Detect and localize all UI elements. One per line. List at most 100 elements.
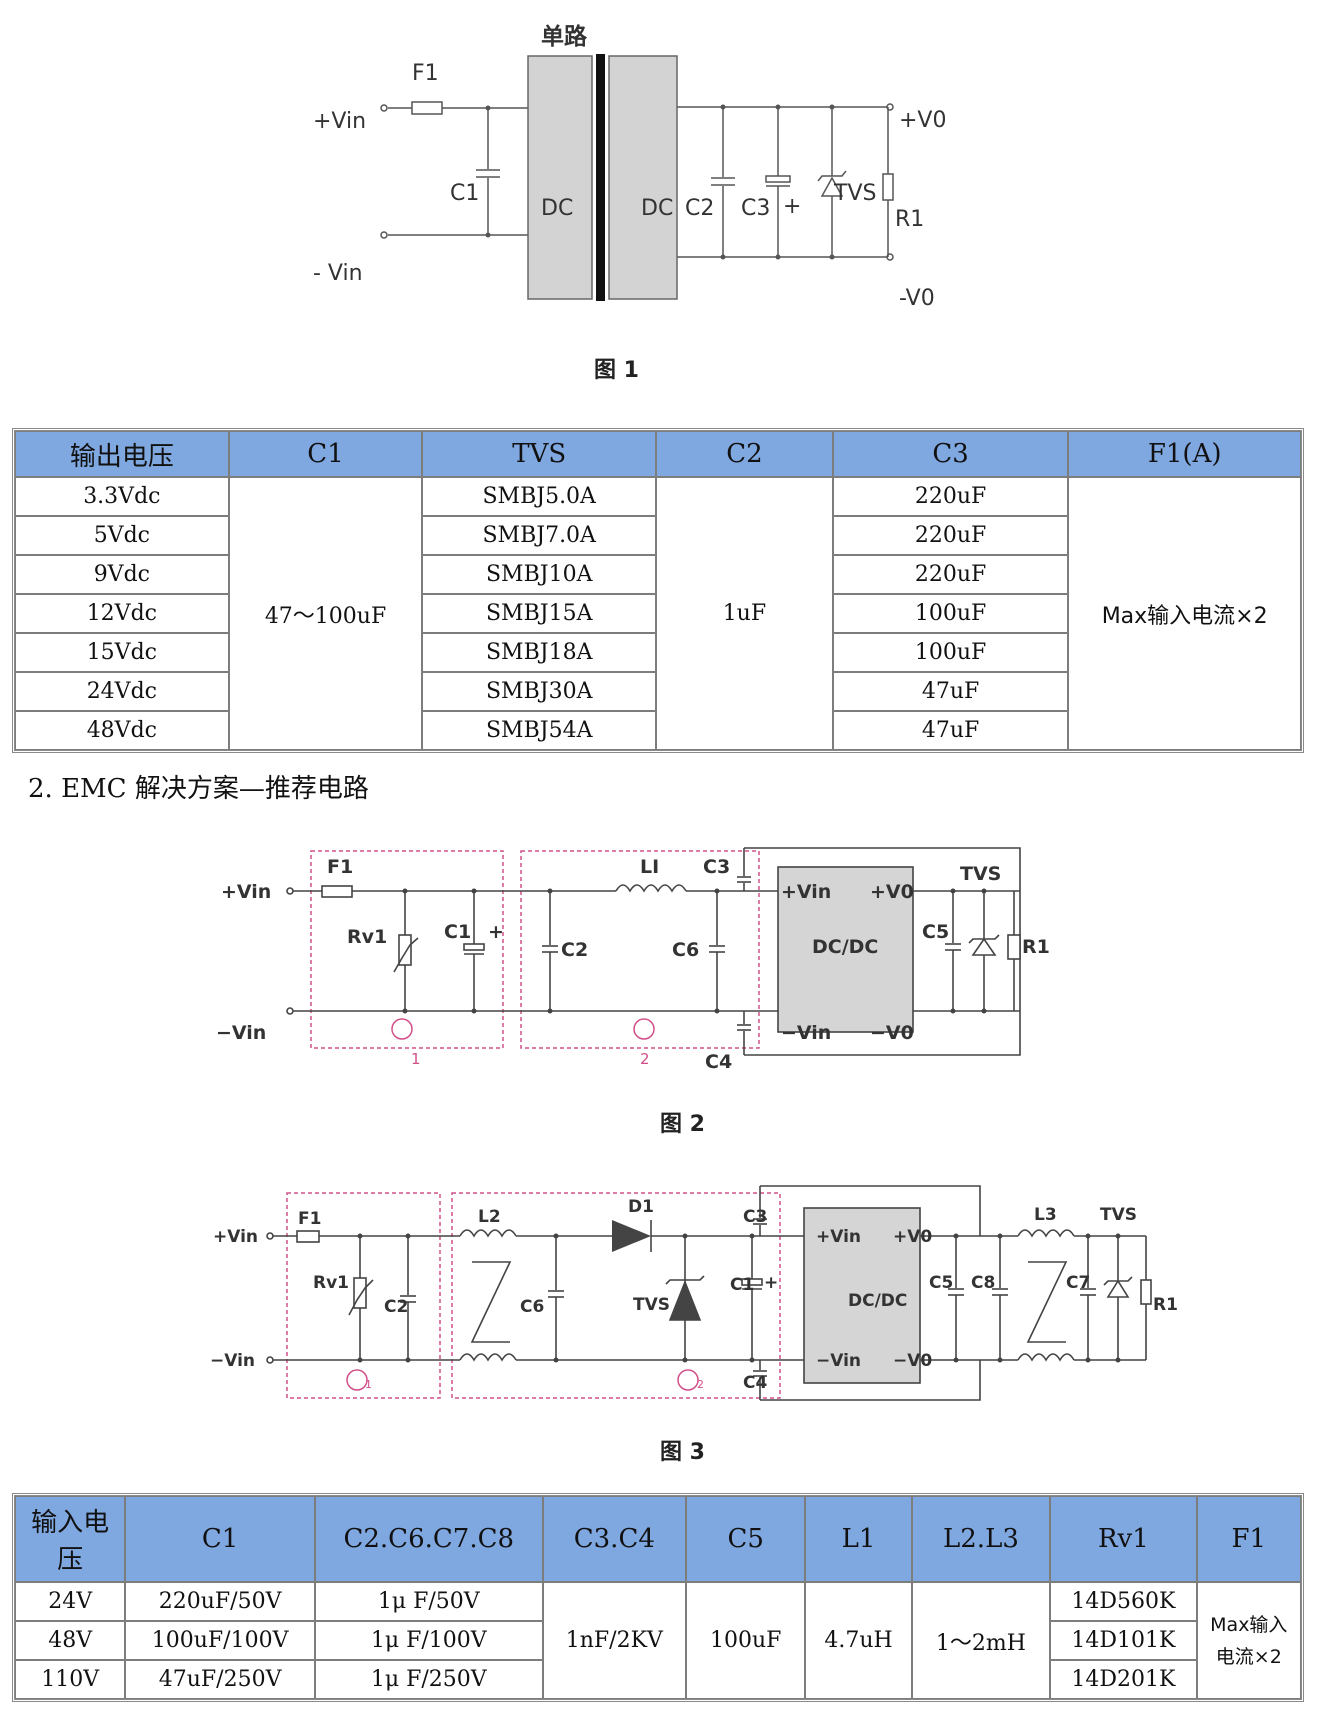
fig3-dc-vin-pos: +Vin (816, 1227, 861, 1247)
cell-voltage: 110V (15, 1660, 126, 1699)
fig2-c3: C3 (703, 856, 730, 878)
header-c3: C3 (832, 431, 1069, 477)
cell-voltage: 3.3Vdc (15, 477, 229, 516)
fig3-c1-plus: + (764, 1273, 778, 1293)
header-l1: L1 (805, 1496, 912, 1582)
header-c2: C2 (656, 431, 833, 477)
cell-voltage: 48Vdc (15, 711, 229, 750)
cell-c2: 1uF (656, 477, 833, 750)
fig3-c5: C5 (929, 1273, 953, 1293)
fig2-dc-vin-pos: +Vin (781, 881, 831, 903)
header-f1: F1(A) (1068, 431, 1301, 477)
fig2-zone1: 1 (411, 1050, 421, 1068)
fig2-c2: C2 (561, 939, 588, 961)
table-row: 12Vdc SMBJ15A 100uF (15, 594, 1301, 633)
cell-c1: 47～100uF (228, 477, 423, 750)
fig3-rv1: Rv1 (313, 1273, 349, 1293)
table-row: 110V 47uF/250V 1μ F/250V 14D201K (15, 1660, 1301, 1699)
cell-c3: 220uF (832, 516, 1069, 555)
fig2-c5: C5 (922, 921, 949, 943)
figure-1-caption: 图 1 (594, 358, 639, 383)
fig3-c7: C7 (1066, 1273, 1090, 1293)
label-f1: F1 (412, 61, 439, 86)
cell-rv1: 14D560K (1050, 1582, 1197, 1621)
fig2-zone2: 2 (640, 1050, 650, 1068)
fig2-l1: LI (640, 856, 659, 878)
fig3-dc-vin-neg: −Vin (816, 1351, 861, 1371)
header-c5: C5 (686, 1496, 806, 1582)
cell-l1: 4.7uH (805, 1582, 912, 1699)
fig3-dc-vo-pos: +V0 (893, 1227, 932, 1247)
header-output-voltage: 输出电压 (15, 431, 229, 477)
cell-voltage: 9Vdc (15, 555, 229, 594)
label-vin-neg: - Vin (313, 261, 363, 286)
cell-tvs: SMBJ18A (422, 633, 657, 672)
label-c2: C2 (685, 196, 714, 221)
label-c1: C1 (450, 181, 479, 206)
cell-c2678: 1μ F/100V (314, 1621, 543, 1660)
label-tvs: TVS (833, 181, 876, 206)
label-vin-pos: +Vin (313, 109, 366, 134)
fig2-c1-plus: + (488, 921, 504, 943)
cell-rv1: 14D101K (1050, 1621, 1197, 1660)
fig2-dc-vo-pos: +V0 (870, 881, 914, 903)
header-input-voltage: 输入电压 (15, 1496, 126, 1582)
fig3-c3: C3 (743, 1207, 767, 1227)
fig2-c6: C6 (672, 939, 699, 961)
table-row: 3.3Vdc 47～100uF SMBJ5.0A 1uF 220uF Max输入… (15, 477, 1301, 750)
figure-3-circuit: +Vin −Vin F1 Rv1 C2 L2 C6 D1 TVS C3 C1 +… (210, 1185, 1178, 1401)
fig3-vin-neg: −Vin (210, 1351, 255, 1371)
table-row: 24V 220uF/50V 1μ F/50V 1nF/2KV 100uF 4.7… (15, 1582, 1301, 1699)
header-c1: C1 (125, 1496, 315, 1582)
fig2-tvs: TVS (960, 863, 1001, 885)
label-vo-neg: -V0 (899, 286, 935, 311)
figure-2-caption: 图 2 (660, 1112, 705, 1137)
cell-c2678: 1μ F/250V (314, 1660, 543, 1699)
fig3-zone1: 1 (365, 1378, 372, 1391)
cell-tvs: SMBJ7.0A (422, 516, 657, 555)
cell-l23: 1～2mH (911, 1582, 1051, 1699)
cell-f1: Max输入电流×2 (1068, 477, 1301, 750)
fig3-c4: C4 (743, 1373, 767, 1393)
fig3-c1: C1 (730, 1275, 754, 1295)
cell-voltage: 48V (15, 1621, 126, 1660)
cell-voltage: 24V (15, 1582, 126, 1621)
fig2-vin-pos: +Vin (221, 881, 271, 903)
fig3-dc-title: DC/DC (848, 1291, 907, 1311)
fig3-d1: D1 (628, 1197, 654, 1217)
fig3-f1: F1 (298, 1209, 321, 1229)
cell-tvs: SMBJ30A (422, 672, 657, 711)
cell-c3: 220uF (832, 555, 1069, 594)
label-r1: R1 (895, 207, 924, 232)
label-dc-left: DC (541, 196, 573, 221)
fig3-c2: C2 (384, 1297, 408, 1317)
table-row: 15Vdc SMBJ18A 100uF (15, 633, 1301, 672)
header-c1: C1 (228, 431, 423, 477)
fig2-dc-title: DC/DC (812, 936, 878, 958)
fig3-r1: R1 (1153, 1295, 1178, 1315)
header-f1: F1 (1196, 1496, 1301, 1582)
fig3-c8: C8 (971, 1273, 995, 1293)
cell-c1: 100uF/100V (125, 1621, 315, 1660)
figure-3-caption: 图 3 (660, 1440, 705, 1465)
fig3-vin-pos: +Vin (213, 1227, 258, 1247)
cell-c3: 47uF (832, 711, 1069, 750)
section-2-heading: 2. EMC 解决方案—推荐电路 (28, 774, 369, 804)
fig3-zone2: 2 (697, 1378, 704, 1391)
fig3-dc-vo-neg: −V0 (893, 1351, 932, 1371)
fig3-tvs-in: TVS (633, 1295, 670, 1315)
label-dc-right: DC (641, 196, 673, 221)
cell-tvs: SMBJ5.0A (422, 477, 657, 516)
cell-c3: 220uF (832, 477, 1069, 516)
cell-c2678: 1μ F/50V (314, 1582, 543, 1621)
fig2-rv1: Rv1 (347, 926, 387, 948)
fig2-f1: F1 (327, 856, 353, 878)
fig2-r1: R1 (1022, 936, 1050, 958)
cell-voltage: 5Vdc (15, 516, 229, 555)
label-plus: + (783, 194, 801, 219)
header-tvs: TVS (422, 431, 657, 477)
label-c3: C3 (741, 196, 770, 221)
cell-tvs: SMBJ10A (422, 555, 657, 594)
cell-rv1: 14D201K (1050, 1660, 1197, 1699)
cell-c1: 47uF/250V (125, 1660, 315, 1699)
